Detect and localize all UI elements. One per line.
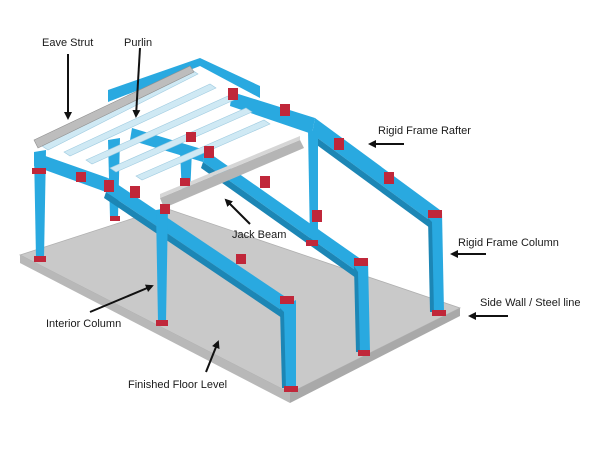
jack-beam xyxy=(160,136,304,208)
connection-plate xyxy=(180,178,190,186)
column-base-plate xyxy=(110,216,120,221)
label-side-wall: Side Wall / Steel line xyxy=(480,297,580,309)
callout-labels: Eave Strut Purlin Rigid Frame Rafter Jac… xyxy=(42,37,580,391)
label-finished-floor-level: Finished Floor Level xyxy=(128,379,227,391)
purlin xyxy=(109,107,253,173)
finished-floor-level-arrow xyxy=(205,340,220,373)
right-frame-column-shade xyxy=(428,218,434,312)
connection-plate xyxy=(160,204,170,214)
connection-plates xyxy=(32,88,446,392)
front-frame-rafter-right xyxy=(106,178,290,312)
front-frame-interior-column xyxy=(156,208,168,322)
front-frame-left-column xyxy=(34,150,46,258)
label-interior-column: Interior Column xyxy=(46,318,121,330)
jack-beam-top xyxy=(160,136,300,198)
back-frame-rafter-right xyxy=(200,58,260,98)
floor-slab-edge-front xyxy=(290,308,460,403)
label-rigid-frame-column: Rigid Frame Column xyxy=(458,237,559,249)
front-frame-rafter-shade xyxy=(104,192,284,318)
connection-plate xyxy=(384,172,394,184)
front-frame-rafter-left xyxy=(34,152,108,192)
column-base-plate xyxy=(306,240,318,246)
column-base-plate xyxy=(358,350,370,356)
connection-plate xyxy=(186,132,196,142)
label-jack-beam: Jack Beam xyxy=(232,229,286,241)
floor-slab-edge-left xyxy=(20,255,290,403)
connection-plate xyxy=(428,210,442,218)
column-base-plate xyxy=(284,386,298,392)
purlin xyxy=(135,119,271,181)
connection-plate xyxy=(104,180,114,192)
column-base-plate xyxy=(432,310,446,316)
right-frame-rafter-shade xyxy=(310,134,432,228)
connection-plate xyxy=(236,254,246,264)
jack-beam-arrow xyxy=(224,198,251,225)
connection-plate xyxy=(32,168,46,174)
connection-plate xyxy=(260,176,270,188)
middle-rigid-frame xyxy=(130,128,370,352)
floor-slab xyxy=(18,207,462,403)
connection-plate xyxy=(228,88,238,100)
connection-plate xyxy=(334,138,344,150)
middle-frame-rafter-shade xyxy=(201,162,358,278)
front-rigid-frame xyxy=(34,150,296,388)
right-frame-rafter-left xyxy=(230,92,315,134)
front-frame-right-column-shade xyxy=(280,308,286,388)
middle-frame-column-shade xyxy=(354,266,360,352)
middle-frame-rafter-right xyxy=(203,150,365,272)
connection-plate xyxy=(76,172,86,182)
back-frame-rafter-left xyxy=(108,58,200,102)
connection-plate xyxy=(280,296,294,304)
purlin-arrow xyxy=(132,47,141,118)
connection-plate xyxy=(130,186,140,198)
label-rigid-frame-rafter: Rigid Frame Rafter xyxy=(378,125,471,137)
connection-plate xyxy=(280,104,290,116)
label-purlin: Purlin xyxy=(124,37,152,49)
interior-column-arrow xyxy=(89,284,154,313)
purlin xyxy=(63,83,217,157)
connection-plate xyxy=(354,258,368,266)
connection-plate xyxy=(312,210,322,222)
label-eave-strut: Eave Strut xyxy=(42,37,93,49)
column-base-plate xyxy=(34,256,46,262)
callout-arrows xyxy=(64,47,508,373)
column-base-plate xyxy=(156,320,168,326)
connection-plate xyxy=(204,146,214,158)
jack-beam-body xyxy=(160,140,304,208)
